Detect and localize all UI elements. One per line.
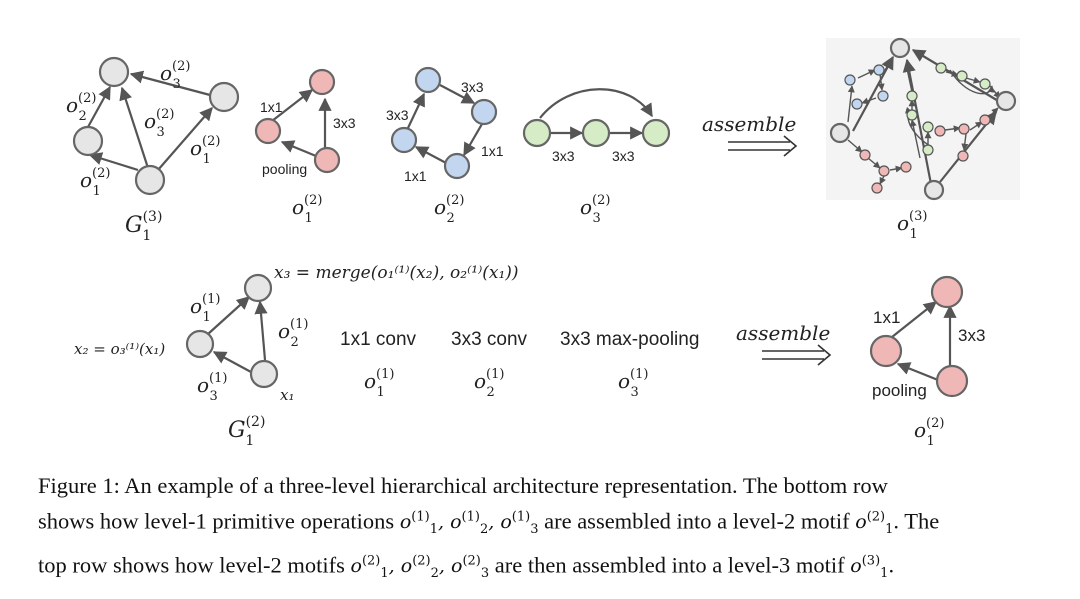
g12-label-o2: o(1)2: [278, 317, 308, 350]
motif2-label-3x3-left: 3x3: [386, 107, 409, 123]
motif2-label-1x1-bottom: 1x1: [404, 168, 427, 184]
motif-o2-2: 3x3 3x3 1x1 1x1 o(2)2: [386, 66, 504, 226]
motif2-name: o(2)2: [434, 193, 464, 226]
caption-line-2: shows how level-1 primitive operations o…: [38, 508, 940, 538]
result-label-pooling: pooling: [872, 381, 927, 400]
result-node-left: [869, 334, 903, 368]
motif3-name: o(2)3: [580, 193, 610, 226]
g12-node-left: [185, 329, 215, 359]
motif3-node-1: [522, 118, 552, 148]
motif2-label-3x3-top: 3x3: [461, 79, 484, 95]
op2-name: o(1)2: [474, 367, 504, 400]
assemble-arrow-top: assemble: [702, 112, 798, 157]
assembled-o1-2: 1x1 3x3 pooling o(2)1: [869, 275, 985, 449]
op1-name: o(1)1: [364, 367, 394, 400]
assembled-node-top: [889, 37, 911, 59]
g12-node-right: [249, 359, 279, 389]
g13-caption: G(3)1: [125, 209, 162, 244]
motif1-label-pooling: pooling: [262, 161, 307, 177]
motif3-node-2: [581, 118, 611, 148]
g13-label-o1-right: o(2)1: [190, 134, 220, 167]
assembled-o1-3: o(3)1: [826, 37, 1020, 242]
motif1-label-1x1: 1x1: [260, 99, 283, 115]
motif2-node-left: [390, 126, 418, 154]
op3-name: o(1)3: [618, 367, 648, 400]
figure-caption: Figure 1: An example of a three-level hi…: [38, 470, 1048, 590]
op2-label: 3x3 conv: [451, 329, 528, 350]
g12-label-o1: o(1)1: [190, 292, 220, 325]
motif3-label-3x3-a: 3x3: [552, 148, 575, 164]
motif1-node-left: [254, 117, 282, 145]
result-node-bottom: [935, 364, 969, 398]
g13-label-o3-mid: o(2)3: [144, 107, 174, 140]
g13-label-o1-left: o(2)1: [80, 166, 110, 199]
motif2-node-top: [414, 66, 442, 94]
assembled-node-left: [829, 122, 851, 144]
g13-node-right: [208, 81, 240, 113]
motif1-node-bottom: [313, 146, 341, 174]
motif1-name: o(2)1: [292, 193, 322, 226]
motif2-node-bottom: [443, 152, 471, 180]
assemble-label-bottom: assemble: [736, 321, 830, 345]
caption-line-1: Figure 1: An example of a three-level hi…: [38, 473, 888, 498]
graph-g13: o(2)3 o(2)2 o(2)3 o(2)1 o(2)1 G(3)1: [66, 56, 240, 244]
g13-node-top: [98, 56, 130, 88]
result-node-top: [930, 275, 964, 309]
assembled-node-right: [995, 90, 1017, 112]
g12-caption: G(2)1: [228, 414, 265, 449]
graph-g12: x₃ = merge(o₁⁽¹⁾(x₂), o₂⁽¹⁾(x₁)) x₂ = o₃…: [74, 263, 519, 449]
motif3-node-3: [641, 118, 671, 148]
motif-o3-2: 3x3 3x3 o(2)3: [522, 88, 671, 226]
g13-label-o3-top: o(2)3: [160, 59, 190, 92]
g12-label-o3: o(1)3: [197, 371, 227, 404]
caption-line-3: top row shows how level-2 motifs o(2)1, …: [38, 552, 895, 582]
motif1-label-3x3: 3x3: [333, 115, 356, 131]
x2-formula: x₂ = o₃⁽¹⁾(x₁): [74, 340, 165, 358]
x1-label: x₁: [280, 386, 294, 404]
g13-node-bottom: [134, 164, 166, 196]
motif-o1-2: 1x1 3x3 pooling o(2)1: [254, 68, 356, 226]
assembled-node-bottom: [923, 179, 945, 201]
motif2-label-1x1-right: 1x1: [481, 143, 504, 159]
primitive-ops: 1x1 conv o(1)1 3x3 conv o(1)2 3x3 max-po…: [340, 329, 699, 400]
result-label-3x3: 3x3: [958, 326, 985, 345]
g13-node-left: [72, 125, 104, 157]
assembled-name: o(3)1: [897, 209, 927, 242]
result-label-1x1: 1x1: [873, 308, 900, 327]
result-name: o(2)1: [914, 416, 944, 449]
motif2-node-right: [470, 98, 498, 126]
g13-label-o2: o(2)2: [66, 91, 96, 124]
figure-diagram: o(2)3 o(2)2 o(2)3 o(2)1 o(2)1 G(3)1 1x1 …: [66, 37, 1020, 449]
x3-formula: x₃ = merge(o₁⁽¹⁾(x₂), o₂⁽¹⁾(x₁)): [274, 263, 519, 283]
assemble-arrow-bottom: assemble: [736, 321, 832, 366]
motif1-node-top: [308, 68, 336, 96]
motif3-label-3x3-b: 3x3: [612, 148, 635, 164]
op3-label: 3x3 max-pooling: [560, 329, 699, 350]
g12-node-top: [243, 273, 273, 303]
op1-label: 1x1 conv: [340, 329, 417, 350]
assemble-label-top: assemble: [702, 112, 796, 136]
